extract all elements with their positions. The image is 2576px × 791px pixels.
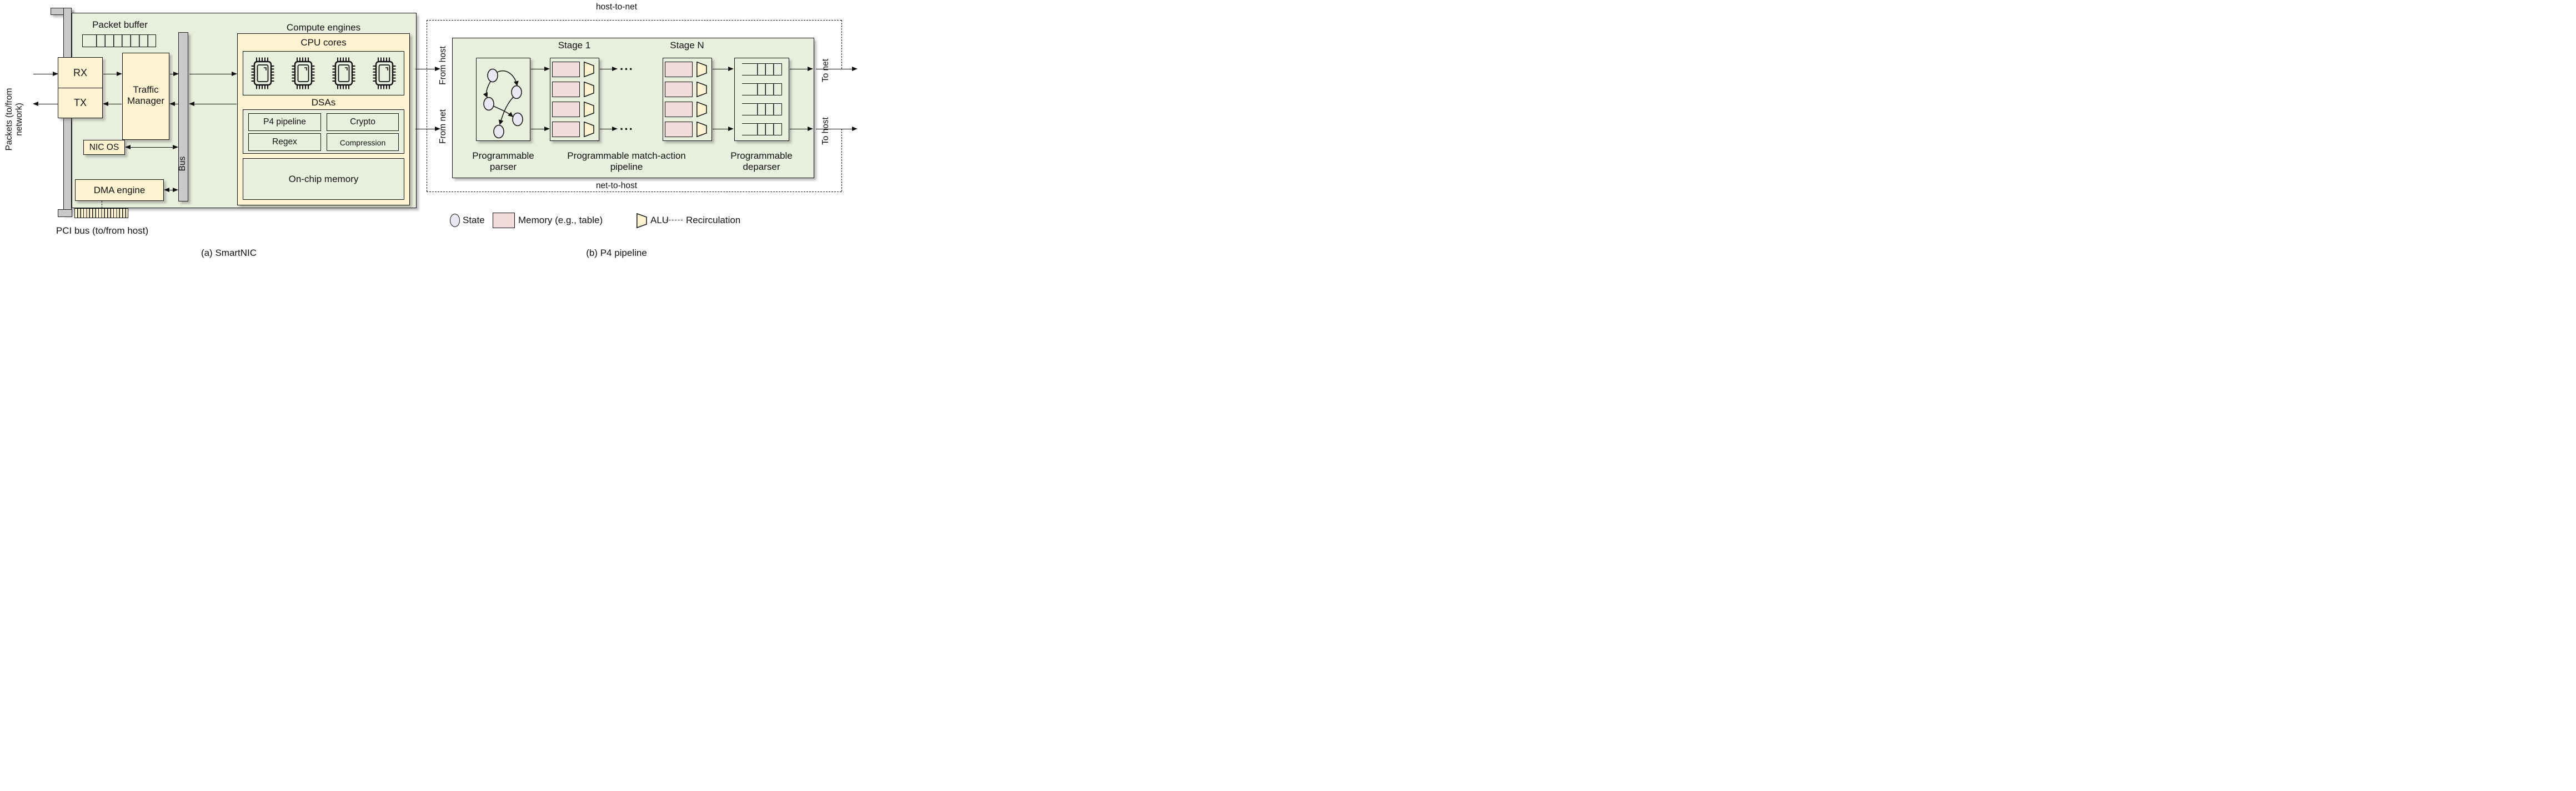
parser-state-graph (483, 68, 523, 139)
programmable-deparser-label: Programmable (730, 150, 793, 161)
memory-rect (665, 122, 693, 137)
legend-alu-label: ALU (650, 215, 669, 225)
caption-smartnic: (a) SmartNIC (201, 248, 257, 258)
to-host-label: To host (821, 117, 830, 145)
queue-icon (742, 83, 782, 95)
parser-box (476, 58, 530, 141)
from-host-label: From host (438, 46, 448, 85)
cpu-chip-icon (372, 57, 397, 90)
net-to-host-label: net-to-host (595, 181, 638, 190)
dsa-cell-crypto: Crypto (327, 113, 399, 131)
tx-port: TX (73, 97, 87, 108)
card-bracket-foot (58, 209, 72, 217)
programmable-parser-label: Programmable (472, 150, 534, 161)
legend-state-label: State (463, 215, 485, 225)
nic-os-label: NIC OS (89, 143, 119, 152)
recirculation-dash-right-upper (841, 20, 842, 69)
queue-icon (742, 103, 782, 115)
nic-os-block: NIC OS (83, 140, 125, 155)
traffic-manager-block: Traffic Manager (122, 53, 169, 140)
alu-shape (584, 62, 594, 77)
legend-memory-icon (493, 213, 515, 228)
match-action-pipeline-label: Programmable match-action (567, 150, 686, 161)
dsa-cell-regex: Regex (248, 133, 321, 151)
bus-bar (178, 32, 188, 201)
memory-rect (552, 62, 580, 77)
memory-rect (552, 82, 580, 97)
pipeline-ellipsis-bottom: ··· (620, 122, 634, 136)
recirculation-dash-top (427, 20, 841, 21)
on-chip-memory-box: On-chip memory (243, 158, 404, 200)
alu-shape (584, 122, 594, 137)
compute-engines-title: Compute engines (286, 22, 361, 33)
traffic-manager-label: Traffic (133, 84, 159, 95)
alu-shape (696, 122, 707, 137)
arrow-nicos-bus (125, 144, 178, 149)
memory-rect (665, 62, 693, 77)
queue-icon (742, 63, 782, 75)
memory-rect (665, 82, 693, 97)
rx-port: RX (73, 67, 87, 78)
figure-canvas: Packets (to/from network) Packet buffer … (0, 0, 859, 264)
stage1-label: Stage 1 (558, 40, 591, 51)
memory-rect (665, 102, 693, 117)
alu-shape (696, 82, 707, 97)
cpu-cores-box (243, 51, 404, 95)
pci-bus-label: PCI bus (to/from host) (56, 225, 149, 236)
dma-engine-block: DMA engine (75, 179, 164, 201)
packets-network-label: Packets (to/from network) (4, 88, 24, 151)
dsa-cell-compression: Compression (327, 133, 399, 151)
memory-rect (552, 122, 580, 137)
alu-shape (584, 102, 594, 117)
alu-shape (696, 102, 707, 117)
alu-shape (584, 82, 594, 97)
stageN-label: Stage N (670, 40, 704, 51)
host-to-net-label: host-to-net (595, 2, 638, 12)
cpu-chip-icon (291, 57, 315, 90)
pci-connector-icon (74, 208, 128, 218)
queue-icon (742, 123, 782, 135)
to-net-label: To net (821, 58, 830, 83)
legend-state-icon (450, 214, 460, 227)
packet-buffer-label: Packet buffer (92, 19, 148, 30)
dsas-title: DSAs (311, 97, 336, 108)
cpu-chip-icon (332, 57, 356, 90)
cpu-chip-icon (250, 57, 275, 90)
bus-label: Bus (178, 156, 187, 172)
legend-memory-label: Memory (e.g., table) (518, 215, 603, 225)
cpu-cores-title: CPU cores (300, 37, 347, 48)
legend-alu-icon (637, 213, 647, 228)
legend-recirculation-label: Recirculation (686, 215, 741, 225)
dma-engine-label: DMA engine (93, 185, 146, 195)
pipeline-ellipsis-top: ··· (620, 62, 634, 76)
rx-tx-block: RX TX (58, 57, 103, 118)
alu-shape (696, 62, 707, 77)
dsa-cell-p4: P4 pipeline (248, 113, 321, 131)
caption-p4-pipeline: (b) P4 pipeline (586, 248, 647, 258)
packet-buffer-icon (82, 34, 156, 47)
recirculation-dash-right-lower (841, 129, 842, 192)
memory-rect (552, 102, 580, 117)
